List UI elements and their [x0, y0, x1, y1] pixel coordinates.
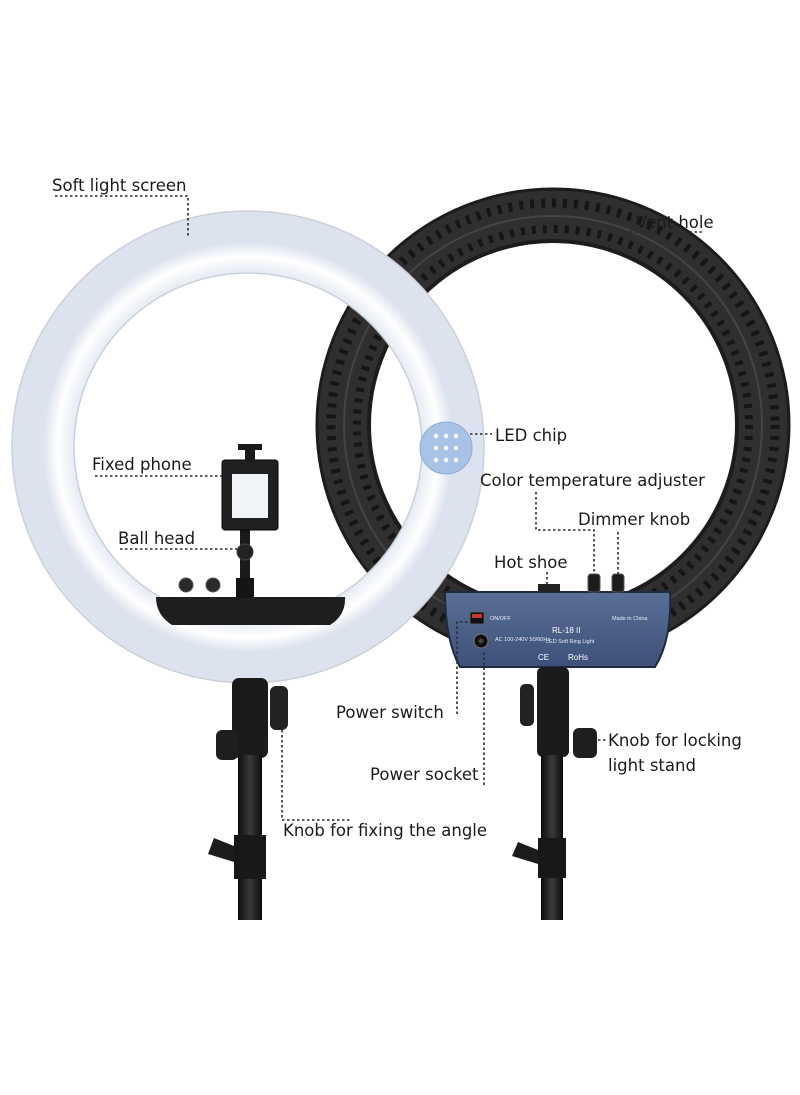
label-knob-locking-line2: light stand [608, 756, 696, 775]
color-temperature-knob[interactable] [587, 573, 601, 593]
hot-shoe-mount [538, 584, 560, 592]
panel-model: RL-18 II [552, 626, 580, 635]
label-soft-light-screen: Soft light screen [52, 176, 186, 195]
power-switch-text: ON/OFF [490, 616, 511, 622]
back-stand-bracket [537, 667, 569, 757]
ce-mark: CE [538, 653, 549, 662]
label-hot-shoe: Hot shoe [494, 553, 568, 572]
label-knob-fixing-angle: Knob for fixing the angle [283, 821, 487, 840]
phone-holder-window [232, 474, 268, 518]
phone-holder-top-bar [238, 444, 262, 450]
led-dots [433, 433, 459, 463]
panel-description: LED Soft Ring Light [546, 639, 595, 645]
control-panel: ON/OFF AC 100-240V 50/60Hz RL-18 II LED … [443, 573, 672, 668]
label-dimmer-knob: Dimmer knob [578, 510, 690, 529]
label-led-chip: LED chip [495, 426, 567, 445]
vent-hole-pattern-outer [326, 198, 780, 652]
front-angle-knob[interactable] [270, 686, 288, 730]
ball-head-base [236, 578, 254, 598]
callout-labels: Soft light screen Vent hole LED chip Col… [52, 176, 742, 840]
label-power-socket: Power socket [370, 765, 479, 784]
front-stand [208, 678, 288, 920]
panel-made-in: Made in China [612, 616, 648, 622]
label-knob-locking-line1: Knob for locking [608, 731, 742, 750]
front-stand-bracket [232, 678, 268, 758]
label-fixed-phone: Fixed phone [92, 455, 192, 474]
front-inner-mount [156, 444, 346, 625]
vent-hole-pattern-inner [353, 225, 753, 625]
front-stand-side-knob [216, 730, 238, 760]
front-stand-lever [208, 838, 234, 862]
leader-fixing-angle [281, 730, 350, 821]
power-socket-text: AC 100-240V 50/60Hz [495, 637, 550, 643]
back-stand-collar [538, 838, 566, 878]
front-base-housing [156, 597, 346, 625]
back-stand [512, 667, 597, 920]
back-stand-pole [541, 755, 563, 920]
led-chip-detail [419, 421, 473, 475]
leader-power-switch [456, 621, 470, 714]
back-stand-lever [512, 842, 538, 864]
power-socket-pin [478, 638, 484, 644]
ball-head[interactable] [236, 543, 254, 561]
dimmer-knob[interactable] [611, 573, 625, 593]
leader-soft-light-screen [55, 195, 189, 238]
phone-holder-top-clip [245, 444, 255, 462]
label-power-switch: Power switch [336, 703, 444, 722]
control-panel-housing [443, 591, 672, 668]
leader-color-temperature [535, 492, 595, 575]
back-stand-side-knob [520, 684, 534, 726]
power-switch-indicator [472, 614, 482, 618]
label-vent-hole: Vent hole [636, 213, 714, 232]
label-color-temperature-adjuster: Color temperature adjuster [480, 471, 705, 490]
front-knob-left[interactable] [178, 577, 194, 593]
back-locking-knob[interactable] [573, 728, 597, 758]
rohs-mark: RoHs [568, 653, 588, 662]
leader-lines [55, 195, 702, 821]
front-knob-right[interactable] [205, 577, 221, 593]
front-stand-collar [234, 835, 266, 879]
label-ball-head: Ball head [118, 529, 195, 548]
